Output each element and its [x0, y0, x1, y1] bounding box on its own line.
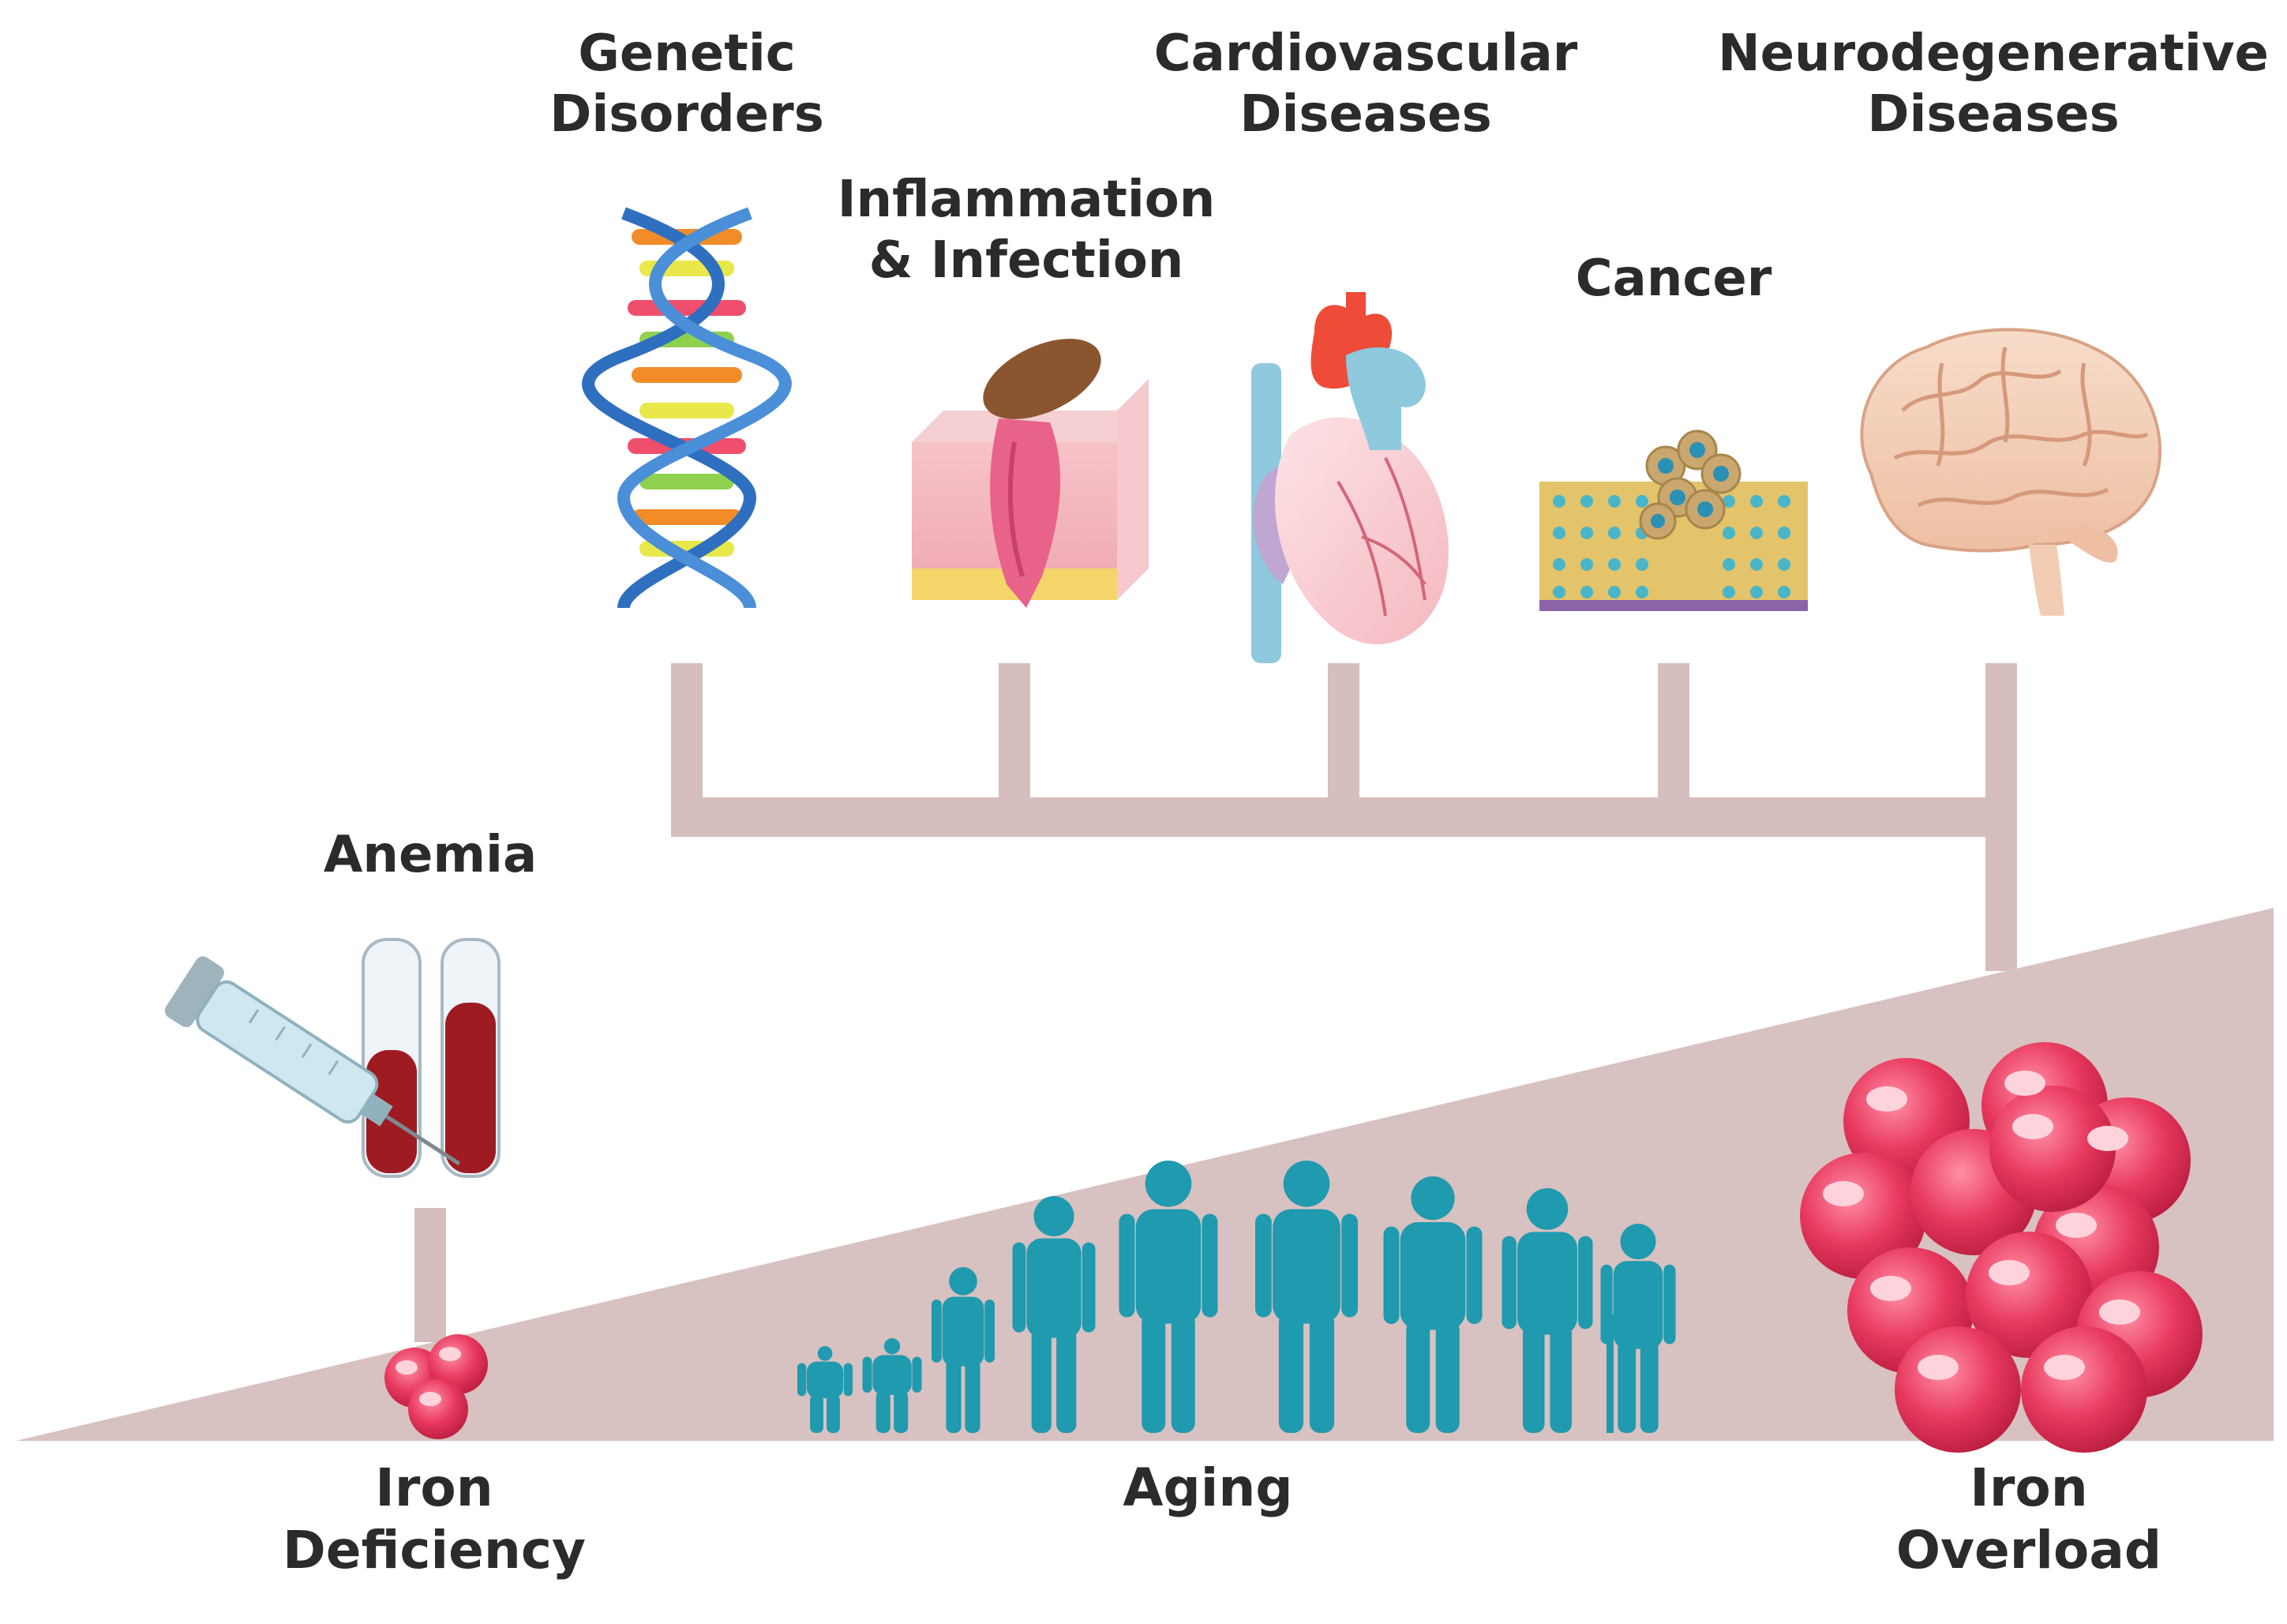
- human-life-stages-icon: [797, 1161, 1676, 1433]
- label-anemia: Anemia: [323, 826, 538, 884]
- large-red-cell-cluster-icon: [1800, 1042, 2203, 1453]
- label-cardio-box: Cardiovascular Diseases: [1153, 24, 1578, 144]
- blood-tube-1: [362, 938, 422, 1178]
- label-iron-deficiency-box: Iron Deficiency: [282, 1457, 587, 1581]
- heart-icon: [1251, 292, 1449, 663]
- label-iron-deficiency: Iron Deficiency: [282, 1457, 587, 1581]
- connector-drop-inflammation: [999, 663, 1030, 797]
- connector-drop-neuro: [1985, 663, 2017, 797]
- aging-figure-older-adult: [1502, 1188, 1593, 1433]
- connector-to-wedge: [1985, 837, 2017, 971]
- cancer-cells-icon: [1539, 429, 1808, 611]
- label-aging: Aging: [1123, 1457, 1293, 1518]
- walking-cane-icon: [1607, 1315, 1614, 1433]
- label-cancer: Cancer: [1575, 249, 1772, 308]
- aging-figure-adult: [1255, 1161, 1358, 1433]
- syringe-blood-tubes-icon: [164, 938, 501, 1178]
- connector-drop-cancer: [1658, 663, 1689, 797]
- label-neurodegenerative-diseases: Neurodegenerative Diseases: [1718, 24, 2269, 144]
- label-inflammation-infection: Inflammation & Infection: [837, 171, 1216, 290]
- blood-tube-2: [441, 938, 501, 1178]
- aging-figure-toddler: [862, 1338, 922, 1433]
- aging-figure-middle-aged: [1383, 1176, 1483, 1433]
- label-iron-overload-box: Iron Overload: [1895, 1457, 2162, 1581]
- label-genetic-disorders-box: Genetic Disorders: [549, 24, 824, 144]
- aging-figure-child: [932, 1267, 995, 1433]
- label-inflammation-box: Inflammation & Infection: [837, 171, 1216, 290]
- label-cancer-box: Cancer: [1575, 249, 1772, 308]
- label-neuro-box: Neurodegenerative Diseases: [1718, 24, 2269, 144]
- connector-drop-cardio: [1328, 663, 1359, 797]
- syringe: [164, 956, 461, 1166]
- aging-figure-teen: [1012, 1196, 1096, 1433]
- label-cardiovascular-diseases: Cardiovascular Diseases: [1153, 24, 1578, 144]
- brain-icon: [1860, 328, 2162, 616]
- inflamed-skin-bacterium-icon: [912, 339, 1149, 608]
- iron-gradient-wedge: [16, 908, 2274, 1441]
- label-iron-overload: Iron Overload: [1895, 1457, 2162, 1581]
- label-aging-box: Aging: [1123, 1457, 1293, 1518]
- dna-helix-icon: [582, 207, 792, 609]
- aging-figure-infant: [797, 1346, 853, 1433]
- aging-figure-young-adult: [1119, 1161, 1218, 1433]
- connector-drop-genetic: [671, 663, 703, 797]
- label-genetic-disorders: Genetic Disorders: [549, 24, 824, 144]
- aging-figure-elderly: [1600, 1224, 1676, 1433]
- connector-frame: [414, 663, 2017, 1342]
- connector-anemia: [414, 1208, 446, 1342]
- label-anemia-box: Anemia: [323, 826, 538, 884]
- small-red-cell-cluster-icon: [384, 1334, 488, 1439]
- connector-horizontal-bar: [671, 797, 2017, 837]
